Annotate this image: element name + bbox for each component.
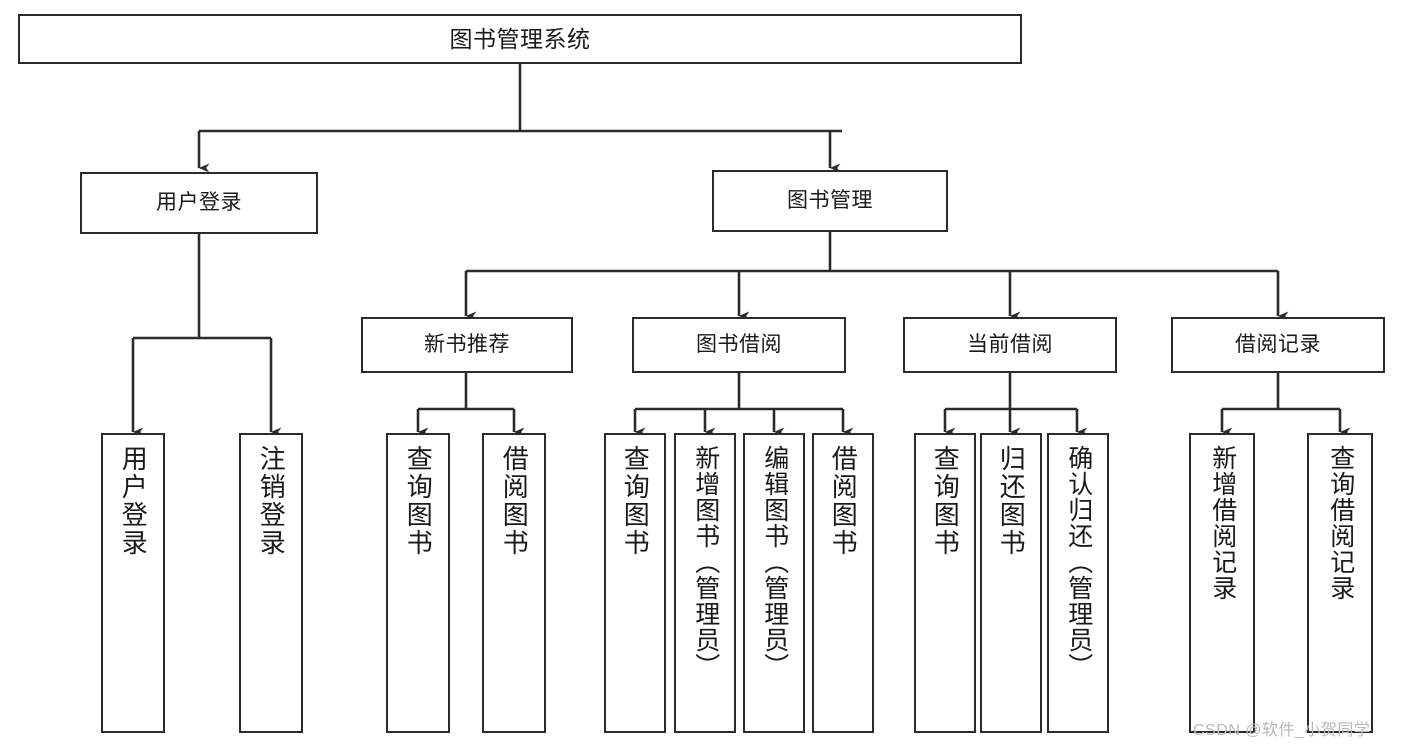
leaf-recommend-query-book-label: 查询图书 [403, 445, 434, 557]
node-book-borrow-label: 图书借阅 [696, 333, 782, 357]
leaf-record-query-record-label: 查询借阅记录 [1326, 445, 1355, 601]
node-user-login-label: 用户登录 [156, 191, 242, 215]
node-new-book-recommend[interactable]: 新书推荐 [361, 317, 573, 373]
node-book-borrow[interactable]: 图书借阅 [632, 317, 846, 373]
leaf-user-login-login-label: 用户登录 [118, 445, 149, 557]
leaf-borrow-edit-book[interactable]: 编辑图书（管理员） [743, 433, 805, 733]
leaf-recommend-query-book[interactable]: 查询图书 [386, 433, 450, 733]
leaf-current-confirm-return-label: 确认归还（管理员） [1064, 445, 1093, 679]
leaf-borrow-borrow-book[interactable]: 借阅图书 [812, 433, 874, 733]
node-root-system[interactable]: 图书管理系统 [18, 14, 1022, 64]
leaf-borrow-add-book[interactable]: 新增图书（管理员） [674, 433, 736, 733]
leaf-recommend-borrow-book-label: 借阅图书 [499, 445, 530, 557]
leaf-current-return-book[interactable]: 归还图书 [980, 433, 1042, 733]
node-root-system-label: 图书管理系统 [449, 25, 591, 52]
node-borrow-record-label: 借阅记录 [1235, 333, 1321, 357]
leaf-current-confirm-return[interactable]: 确认归还（管理员） [1047, 433, 1109, 733]
leaf-current-return-book-label: 归还图书 [996, 445, 1027, 557]
leaf-recommend-borrow-book[interactable]: 借阅图书 [482, 433, 546, 733]
leaf-borrow-query-book-label: 查询图书 [620, 445, 651, 557]
csdn-watermark: CSDN @软件_小贺同学 [1193, 722, 1371, 739]
leaf-record-add-record-label: 新增借阅记录 [1208, 445, 1237, 601]
leaf-current-query-book-label: 查询图书 [930, 445, 961, 557]
leaf-record-add-record[interactable]: 新增借阅记录 [1189, 433, 1255, 733]
node-current-borrow[interactable]: 当前借阅 [903, 317, 1117, 373]
node-new-book-recommend-label: 新书推荐 [424, 333, 510, 357]
leaf-borrow-borrow-book-label: 借阅图书 [828, 445, 859, 557]
node-book-management[interactable]: 图书管理 [712, 170, 948, 232]
leaf-current-query-book[interactable]: 查询图书 [914, 433, 976, 733]
leaf-record-query-record[interactable]: 查询借阅记录 [1307, 433, 1373, 733]
node-current-borrow-label: 当前借阅 [967, 333, 1053, 357]
leaf-user-login-logout-label: 注销登录 [256, 445, 287, 557]
leaf-borrow-edit-book-label: 编辑图书（管理员） [760, 445, 789, 679]
leaf-user-login-login[interactable]: 用户登录 [101, 433, 165, 733]
node-book-management-label: 图书管理 [787, 189, 873, 213]
node-user-login[interactable]: 用户登录 [80, 172, 318, 234]
leaf-borrow-add-book-label: 新增图书（管理员） [691, 445, 720, 679]
node-borrow-record[interactable]: 借阅记录 [1171, 317, 1385, 373]
leaf-user-login-logout[interactable]: 注销登录 [239, 433, 303, 733]
leaf-borrow-query-book[interactable]: 查询图书 [604, 433, 666, 733]
